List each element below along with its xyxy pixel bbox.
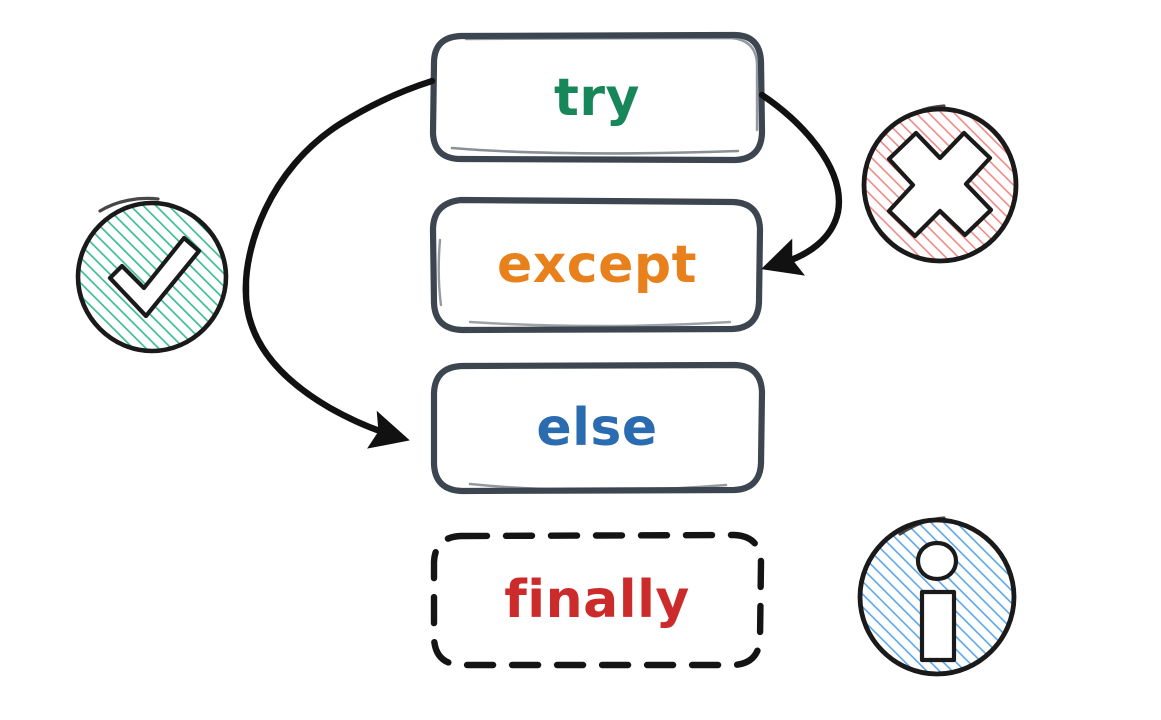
node-box-try[interactable] — [429, 31, 766, 164]
node-box-else[interactable] — [430, 361, 766, 495]
info-circle-icon[interactable] — [857, 516, 1017, 677]
node-box-except[interactable] — [429, 196, 764, 334]
x-circle-icon[interactable] — [861, 104, 1019, 264]
edge-try-to-except — [758, 91, 843, 276]
edge-success-to-try — [242, 77, 436, 296]
node-try[interactable] — [433, 36, 762, 160]
check-circle-icon[interactable] — [75, 196, 229, 354]
node-box-finally[interactable] — [430, 531, 765, 669]
node-except[interactable] — [433, 200, 760, 330]
edge-success-to-else — [242, 282, 410, 449]
node-else[interactable] — [434, 365, 762, 491]
node-finally[interactable] — [434, 535, 761, 665]
